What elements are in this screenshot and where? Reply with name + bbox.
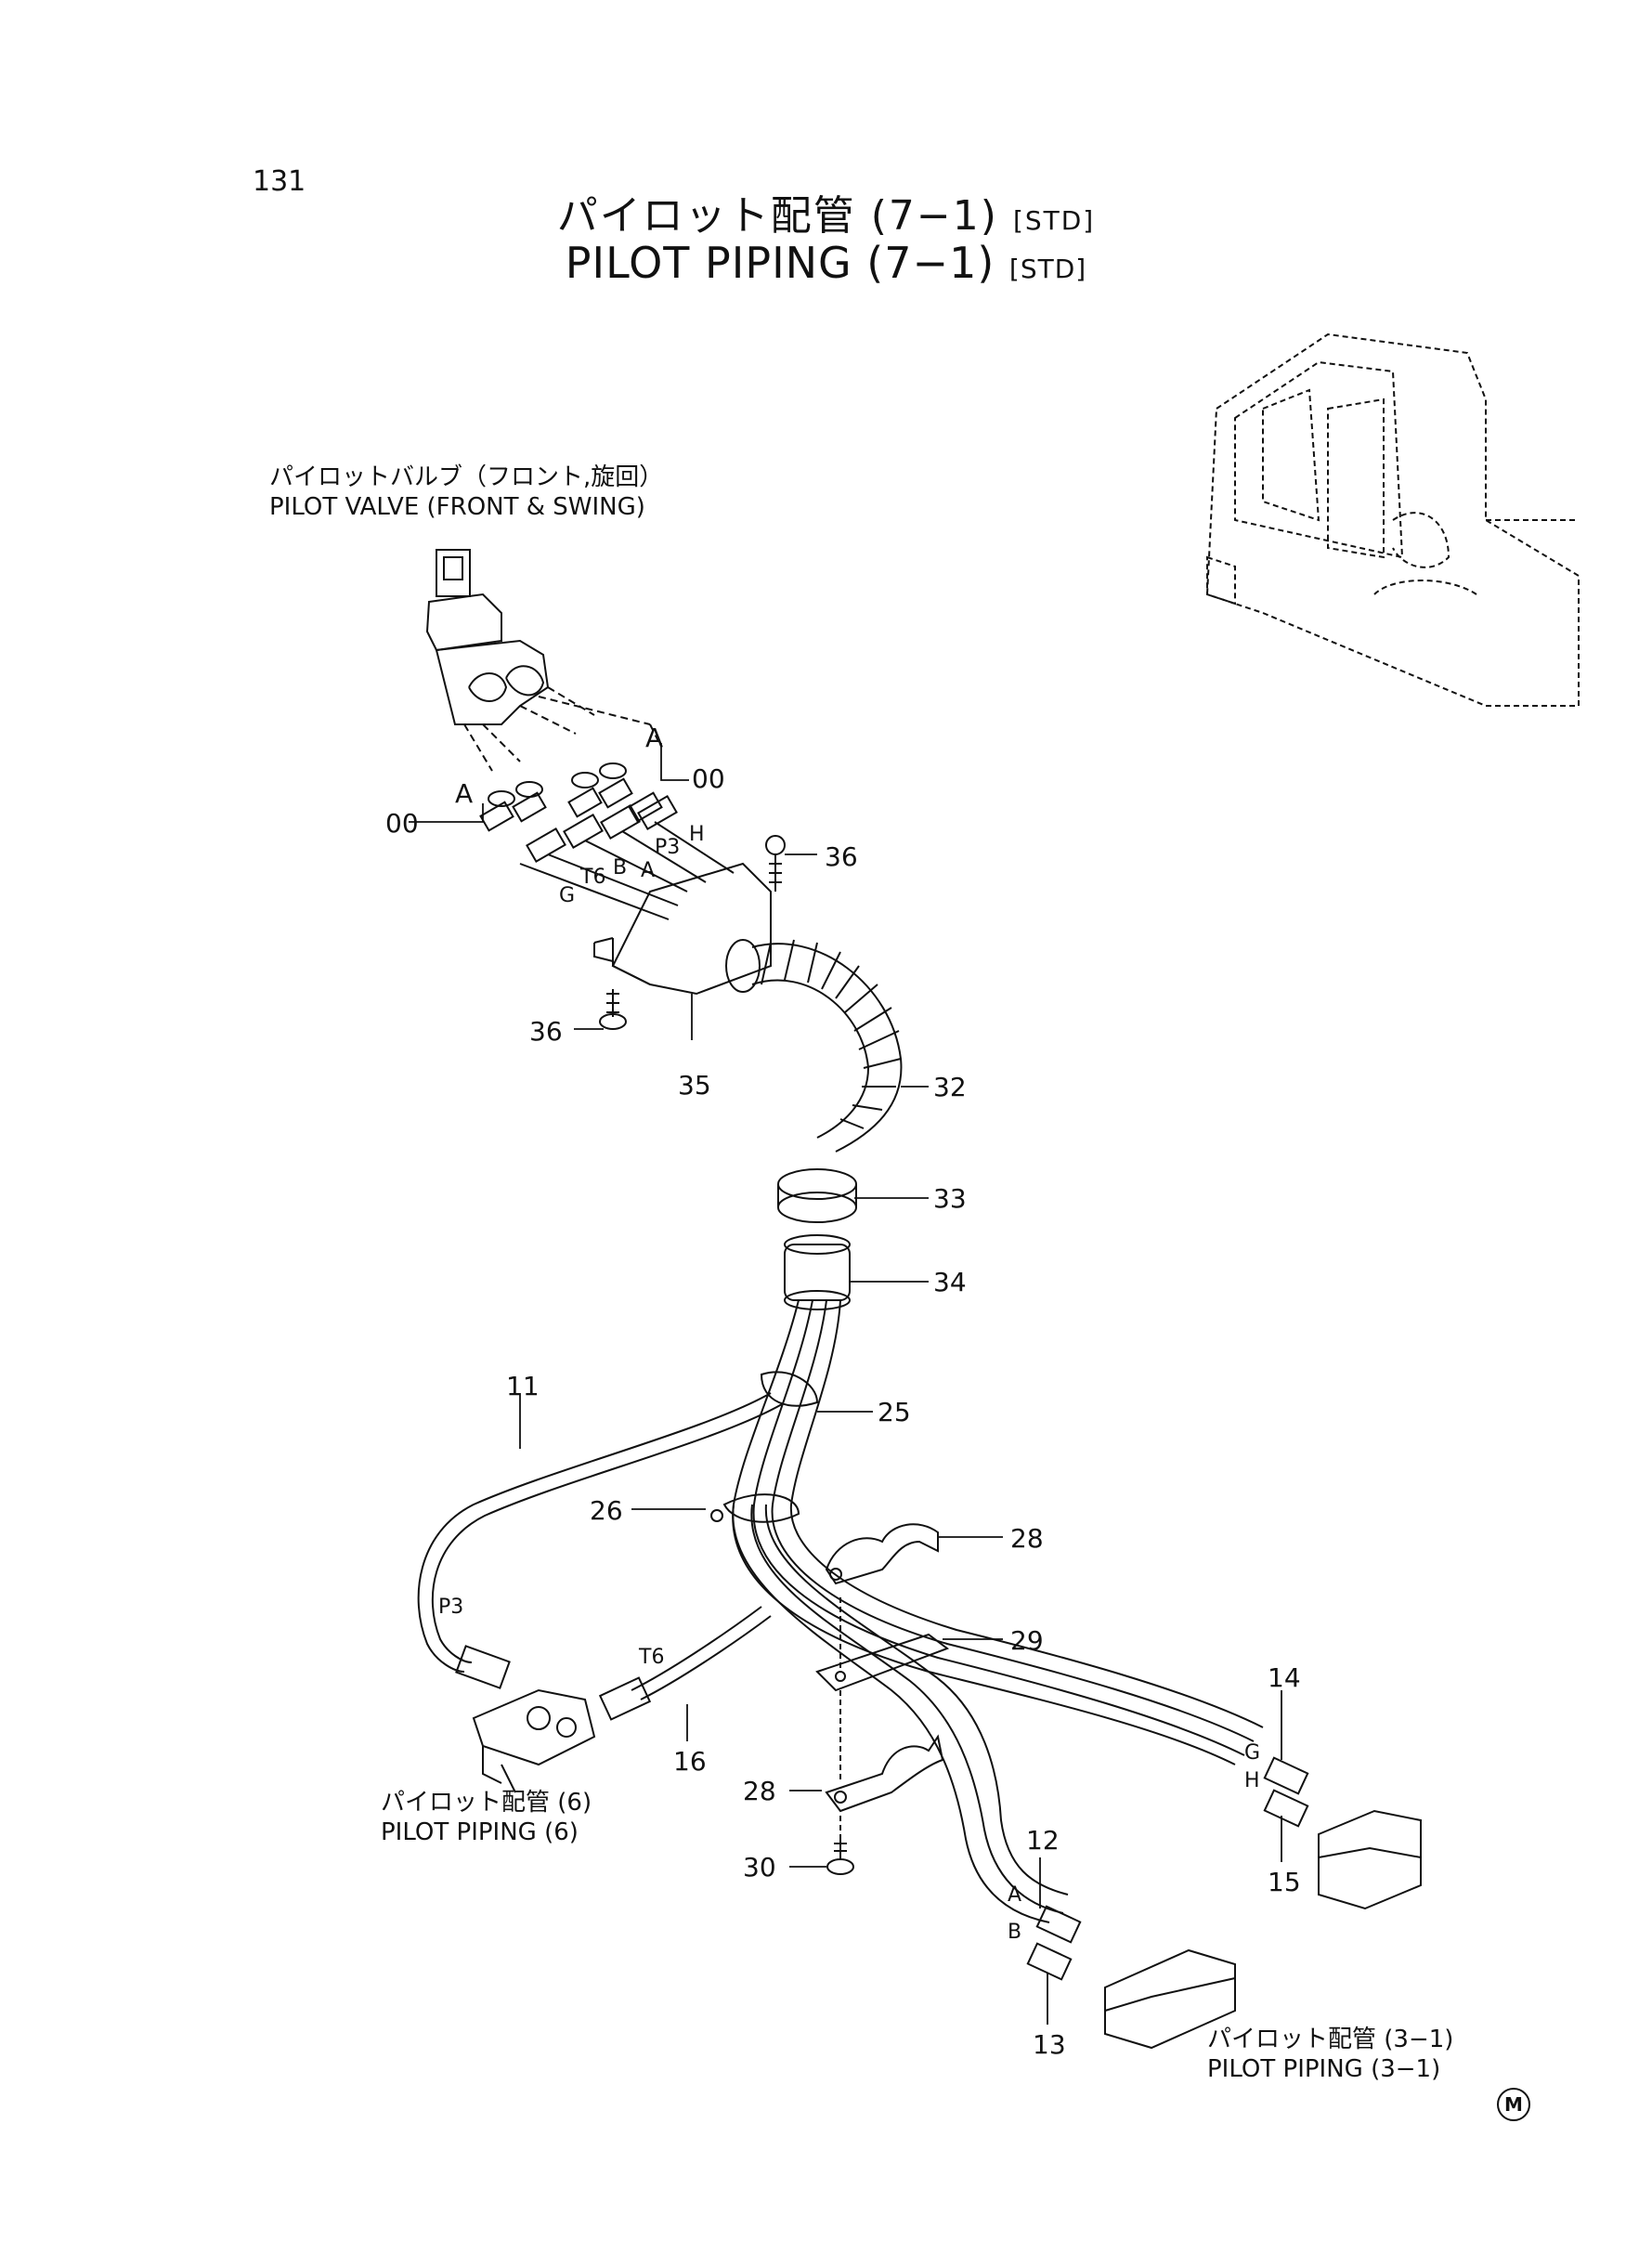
port-H-top: H xyxy=(689,823,705,846)
pilot-piping-6-label-en: PILOT PIPING (6) xyxy=(381,1818,579,1846)
fitting-14 xyxy=(1263,1756,1309,1795)
port-A-left: A xyxy=(455,778,474,809)
hose-11 xyxy=(417,1392,783,1689)
callout-16: 16 xyxy=(673,1746,707,1777)
pilot-valve-body xyxy=(425,549,550,725)
callout-13: 13 xyxy=(1033,2029,1066,2060)
hose-bundle-main xyxy=(732,1299,1264,1923)
mark-circle-m: M xyxy=(1497,2088,1530,2121)
page-number: 131 xyxy=(253,165,306,198)
fittings-cluster xyxy=(479,762,735,920)
tube-clamp-33 xyxy=(777,1168,857,1223)
callout-14: 14 xyxy=(1268,1662,1301,1693)
bolt-36-top xyxy=(765,835,786,892)
pilot-piping-6-block xyxy=(472,1688,596,1793)
callout-36-top: 36 xyxy=(825,841,858,872)
clamp-28-top xyxy=(825,1523,939,1585)
callout-30: 30 xyxy=(743,1852,776,1883)
port-B-bottom: B xyxy=(1008,1921,1022,1944)
hose-bracket-35 xyxy=(593,862,772,996)
port-H-right: H xyxy=(1244,1769,1260,1792)
callout-leaders xyxy=(409,743,1282,2025)
callout-33: 33 xyxy=(933,1183,967,1214)
fitting-15 xyxy=(1263,1789,1309,1828)
band-clamp-26 xyxy=(710,1493,800,1523)
port-A-bottom: A xyxy=(1008,1883,1022,1907)
hose-16 xyxy=(598,1606,772,1721)
callout-11: 11 xyxy=(506,1371,540,1401)
pilot-valve-label-jp: パイロットバルブ（フロント,旋回） xyxy=(269,463,664,491)
title-en-suffix: [STD] xyxy=(1008,254,1087,284)
pilot-valve-label-en: PILOT VALVE (FRONT & SWING) xyxy=(269,493,645,521)
callout-35: 35 xyxy=(678,1070,711,1101)
callout-28-bottom: 28 xyxy=(743,1776,776,1806)
callout-34: 34 xyxy=(933,1267,967,1297)
callout-28-top: 28 xyxy=(1010,1523,1044,1554)
bolt-36-bottom xyxy=(599,989,627,1030)
title-jp-text: パイロット配管 (7−1) xyxy=(556,192,998,240)
bolt-30 xyxy=(826,1816,854,1875)
callout-29: 29 xyxy=(1010,1625,1044,1656)
port-A-top: A xyxy=(645,723,664,753)
pilot-valve-label: パイロットバルブ（フロント,旋回） PILOT VALVE (FRONT & S… xyxy=(269,463,663,522)
callout-00-right: 00 xyxy=(692,763,725,794)
port-T6-left: T6 xyxy=(639,1646,665,1669)
port-B-top: B xyxy=(613,856,628,879)
pilot-piping-3-1-label-jp: パイロット配管 (3−1) xyxy=(1207,2026,1454,2053)
callout-26: 26 xyxy=(590,1495,623,1526)
band-clamp-25 xyxy=(760,1371,819,1407)
pilot-piping-6-label-jp: パイロット配管 (6) xyxy=(381,1789,592,1817)
port-P3-left: P3 xyxy=(438,1596,464,1619)
excavator-cab-inset xyxy=(1205,332,1580,707)
title-english: PILOT PIPING (7−1) [STD] xyxy=(0,238,1652,288)
callout-15: 15 xyxy=(1268,1867,1301,1897)
port-P3-top: P3 xyxy=(655,836,681,859)
fitting-12 xyxy=(1035,1905,1082,1944)
port-G-top: G xyxy=(559,884,576,907)
callout-32: 32 xyxy=(933,1072,967,1102)
pilot-piping-3-1-label: パイロット配管 (3−1) PILOT PIPING (3−1) xyxy=(1207,2025,1453,2084)
corrugated-tube-32 xyxy=(725,939,903,1153)
plate-29 xyxy=(815,1597,950,1783)
callout-12: 12 xyxy=(1026,1825,1060,1856)
port-G-right: G xyxy=(1244,1741,1261,1765)
title-japanese: パイロット配管 (7−1) [STD] xyxy=(0,182,1652,241)
control-block-right xyxy=(1318,1809,1422,1910)
port-A-mid: A xyxy=(641,859,656,882)
title-jp-suffix: [STD] xyxy=(1012,205,1096,236)
title-en-text: PILOT PIPING (7−1) xyxy=(565,238,995,288)
callout-25: 25 xyxy=(878,1397,911,1427)
clamp-28-bottom xyxy=(825,1734,944,1813)
valve-to-fitting-leads xyxy=(463,686,660,772)
callout-36-bottom: 36 xyxy=(529,1016,563,1047)
callout-00-left: 00 xyxy=(385,808,419,839)
grommet-34 xyxy=(784,1234,851,1310)
control-block-bottom xyxy=(1104,1948,1236,2050)
pilot-piping-6-label: パイロット配管 (6) PILOT PIPING (6) xyxy=(381,1788,592,1847)
port-T6-top: T6 xyxy=(580,866,606,889)
fitting-13 xyxy=(1026,1942,1073,1981)
pilot-piping-3-1-label-en: PILOT PIPING (3−1) xyxy=(1207,2055,1441,2083)
